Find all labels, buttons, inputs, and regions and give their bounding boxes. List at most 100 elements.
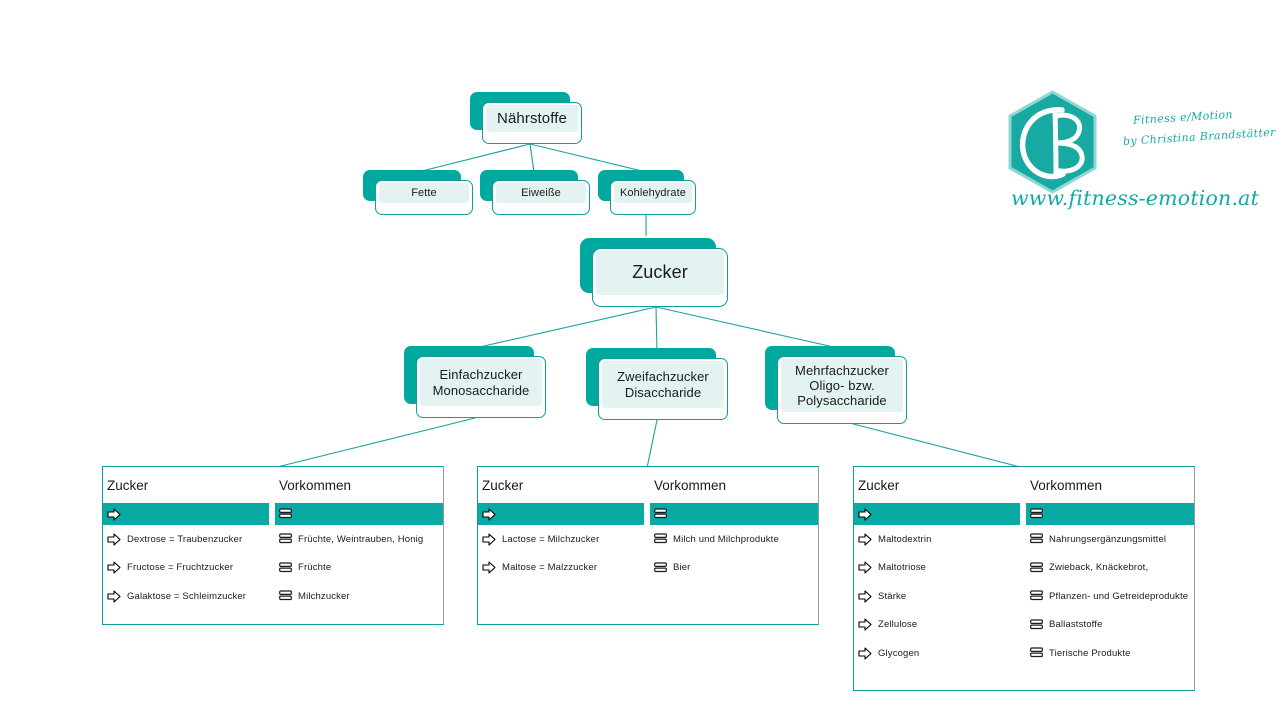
cell-text: Bier bbox=[673, 562, 691, 574]
cell-text: Dextrose = Traubenzucker bbox=[127, 533, 243, 545]
accent-bar-vorkommen bbox=[275, 503, 443, 525]
stacked-layers-icon bbox=[279, 562, 292, 574]
arrow-right-icon bbox=[858, 618, 872, 631]
node-label: Kohlehydrate bbox=[619, 186, 687, 199]
stacked-layers-icon bbox=[654, 562, 667, 574]
node-zweifachzucker[interactable]: Zweifachzucker Disaccharide bbox=[586, 348, 728, 420]
node-front: Zucker bbox=[592, 248, 728, 307]
node-label: Fette bbox=[411, 186, 437, 199]
table-row[interactable]: Zellulose Ballaststoffe bbox=[854, 611, 1194, 640]
accent-bar-zucker bbox=[478, 503, 644, 525]
cell-vorkommen: Nahrungsergänzungsmittel bbox=[1026, 533, 1200, 545]
cell-zucker: Zellulose bbox=[854, 618, 1026, 631]
table-row[interactable]: Dextrose = Traubenzucker Früchte, Weintr… bbox=[103, 525, 443, 554]
cell-vorkommen: Früchte, Weintrauben, Honig bbox=[275, 533, 449, 545]
column-header-vorkommen: Vorkommen bbox=[654, 477, 727, 493]
table-row[interactable]: Galaktose = Schleimzucker Milchzucker bbox=[103, 582, 443, 611]
table-row[interactable]: Fructose = Fruchtzucker Früchte bbox=[103, 554, 443, 583]
accent-bar-zucker bbox=[854, 503, 1020, 525]
cell-text: Lactose = Milchzucker bbox=[502, 533, 600, 545]
node-front: Fette bbox=[375, 180, 473, 215]
table-body: Lactose = Milchzucker Milch und Milchpro… bbox=[478, 525, 818, 582]
node-zucker[interactable]: Zucker bbox=[580, 238, 728, 307]
cell-vorkommen: Pflanzen- und Getreideprodukte bbox=[1026, 590, 1200, 602]
stacked-layers-icon bbox=[1030, 562, 1043, 574]
node-mehrfachzucker[interactable]: Mehrfachzucker Oligo- bzw. Polysaccharid… bbox=[765, 346, 907, 424]
node-inner: Einfachzucker Monosaccharide bbox=[420, 359, 542, 406]
cell-vorkommen: Milch und Milchprodukte bbox=[650, 533, 824, 545]
cell-text: Nahrungsergänzungsmittel bbox=[1049, 533, 1167, 545]
edge-zucker-mehrfach bbox=[655, 306, 839, 349]
node-einfachzucker[interactable]: Einfachzucker Monosaccharide bbox=[404, 346, 546, 418]
table-accent-bar bbox=[478, 503, 818, 525]
cell-text: Ballaststoffe bbox=[1049, 619, 1103, 631]
edge-root-kohlehydrate bbox=[529, 143, 647, 173]
cell-text: Pflanzen- und Getreideprodukte bbox=[1049, 590, 1189, 602]
accent-bar-zucker bbox=[103, 503, 269, 525]
table-row[interactable]: Maltose = Malzzucker Bier bbox=[478, 554, 818, 583]
node-naehrstoffe[interactable]: Nährstoffe bbox=[470, 92, 582, 144]
arrow-right-icon bbox=[858, 590, 872, 603]
cell-zucker: Lactose = Milchzucker bbox=[478, 533, 650, 546]
column-header-vorkommen: Vorkommen bbox=[279, 477, 352, 493]
node-fette[interactable]: Fette bbox=[363, 170, 473, 215]
table-body: Dextrose = Traubenzucker Früchte, Weintr… bbox=[103, 525, 443, 611]
node-front: Nährstoffe bbox=[482, 102, 582, 144]
node-front: Kohlehydrate bbox=[610, 180, 696, 215]
table-row[interactable]: Glycogen Tierische Produkte bbox=[854, 639, 1194, 668]
stacked-layers-icon bbox=[279, 508, 292, 520]
cell-zucker: Dextrose = Traubenzucker bbox=[103, 533, 275, 546]
stacked-layers-icon bbox=[279, 590, 292, 602]
table-monosaccharide: Zucker Vorkommen Dex bbox=[102, 466, 444, 625]
stacked-layers-icon bbox=[1030, 590, 1043, 602]
table-row[interactable]: Maltotriose Zwieback, Knäckebrot, bbox=[854, 554, 1194, 583]
stacked-layers-icon bbox=[1030, 533, 1043, 545]
table-row[interactable]: Maltodextrin Nahrungsergänzungsmittel bbox=[854, 525, 1194, 554]
arrow-right-icon bbox=[482, 561, 496, 574]
node-inner: Fette bbox=[379, 183, 469, 203]
table-polysaccharide: Zucker Vorkommen Mal bbox=[853, 466, 1195, 691]
cell-vorkommen: Bier bbox=[650, 562, 824, 574]
logo-script-line-2: by Christina Brandstätter bbox=[1122, 125, 1277, 148]
arrow-right-icon bbox=[107, 561, 121, 574]
node-label: Einfachzucker Monosaccharide bbox=[432, 367, 530, 398]
cell-text: Fructose = Fruchtzucker bbox=[127, 562, 234, 574]
node-label: Eiweiße bbox=[521, 186, 561, 199]
cell-zucker: Glycogen bbox=[854, 647, 1026, 660]
brand-logo[interactable]: Fitness e/Motion by Christina Brandstätt… bbox=[995, 88, 1276, 223]
table-row[interactable]: Stärke Pflanzen- und Getreideprodukte bbox=[854, 582, 1194, 611]
cell-zucker: Maltotriose bbox=[854, 561, 1026, 574]
edge-einfach-table1 bbox=[272, 417, 476, 469]
edge-root-eiweisse bbox=[529, 143, 535, 173]
logo-script-line-1: Fitness e/Motion bbox=[1132, 107, 1234, 127]
cell-zucker: Maltose = Malzzucker bbox=[478, 561, 650, 574]
cell-zucker: Maltodextrin bbox=[854, 533, 1026, 546]
node-front: Mehrfachzucker Oligo- bzw. Polysaccharid… bbox=[777, 356, 907, 424]
column-header-vorkommen: Vorkommen bbox=[1030, 477, 1103, 493]
table-header-row: Zucker Vorkommen bbox=[103, 467, 443, 503]
node-inner: Zweifachzucker Disaccharide bbox=[602, 361, 724, 408]
cell-vorkommen: Zwieback, Knäckebrot, bbox=[1026, 562, 1200, 574]
accent-bar-vorkommen bbox=[650, 503, 818, 525]
stacked-layers-icon bbox=[1030, 508, 1043, 520]
cell-text: Früchte, Weintrauben, Honig bbox=[298, 533, 424, 545]
column-header-zucker: Zucker bbox=[482, 477, 524, 493]
table-body: Maltodextrin Nahrungsergänzungsmittel Ma… bbox=[854, 525, 1194, 668]
node-eiweisse[interactable]: Eiweiße bbox=[480, 170, 590, 215]
stacked-layers-icon bbox=[654, 508, 667, 520]
node-front: Einfachzucker Monosaccharide bbox=[416, 356, 546, 418]
cell-text: Galaktose = Schleimzucker bbox=[127, 590, 247, 602]
cell-text: Zellulose bbox=[878, 619, 918, 631]
node-front: Zweifachzucker Disaccharide bbox=[598, 358, 728, 420]
cell-vorkommen: Ballaststoffe bbox=[1026, 619, 1200, 631]
arrow-right-icon bbox=[107, 590, 121, 603]
table-row[interactable]: Lactose = Milchzucker Milch und Milchpro… bbox=[478, 525, 818, 554]
cell-vorkommen: Früchte bbox=[275, 562, 449, 574]
cell-text: Zwieback, Knäckebrot, bbox=[1049, 562, 1149, 574]
cell-text: Maltose = Malzzucker bbox=[502, 562, 598, 574]
node-label: Zweifachzucker Disaccharide bbox=[617, 369, 709, 400]
logo-url[interactable]: www.fitness-emotion.at bbox=[1011, 186, 1260, 210]
node-kohlehydrate[interactable]: Kohlehydrate bbox=[598, 170, 696, 215]
arrow-right-icon bbox=[858, 647, 872, 660]
